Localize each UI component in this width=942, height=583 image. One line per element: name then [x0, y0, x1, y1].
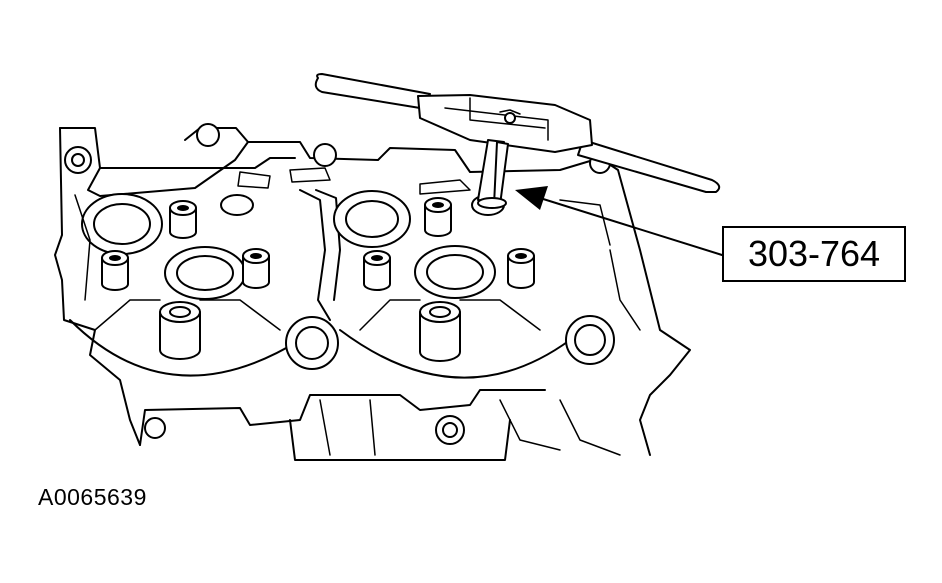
tool-callout-label: 303-764 [722, 226, 906, 282]
figure-id-label: A0065639 [38, 484, 147, 510]
callout-arrow-icon [515, 186, 723, 256]
cylinder-head-icon [54, 123, 691, 461]
tap-wrench-icon [314, 73, 721, 209]
